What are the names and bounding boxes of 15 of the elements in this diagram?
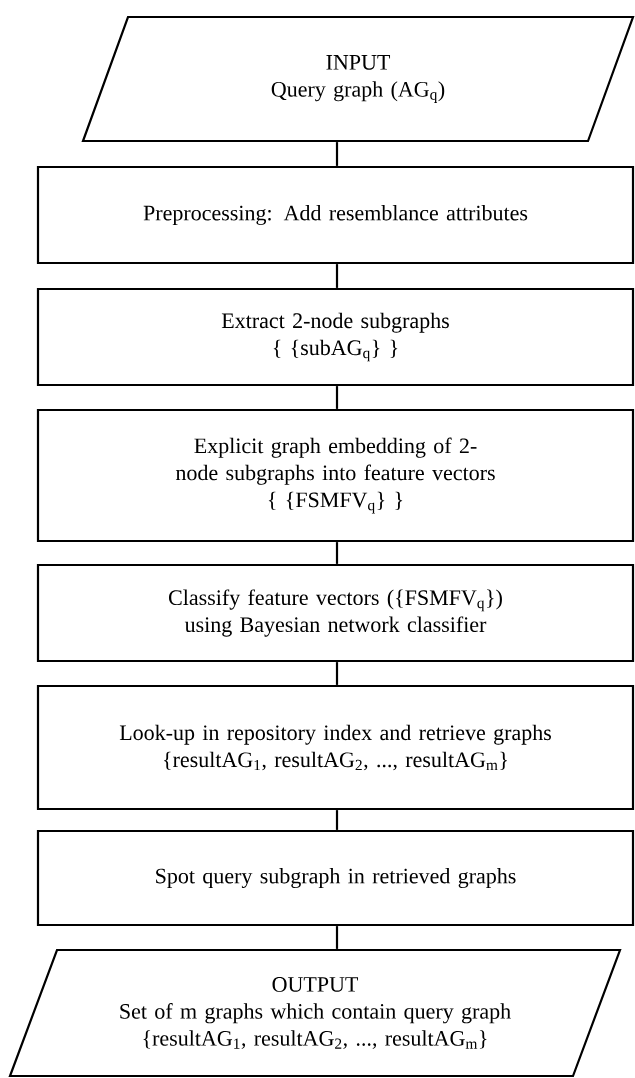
connector-line [335, 386, 339, 409]
process-box: Explicit graph embedding of 2-node subgraphs into feature vectors { {FSMFV$_{q}$} } [36, 408, 635, 543]
process-box: Spot query subgraph in retrieved graphs [36, 829, 635, 927]
process-box: Look-up in repository index and retrieve graphs {resultAG$_{1}$, resultAG$_{2}$, ..., resultAG$_{m}$} [36, 684, 635, 811]
connector-line [335, 810, 339, 830]
input-output-parallelogram: OUTPUT Set of m graphs which contain query graph {resultAG$_{1}$, resultAG$_{2}$, ..., resultAG$_{m}$} [8, 948, 622, 1078]
process-box: Preprocessing: Add resemblance attributes [36, 165, 635, 265]
input-output-parallelogram: INPUT Query graph (AG$_{q}$) [81, 15, 635, 143]
connector-line [335, 662, 339, 685]
process-box: Classify feature vectors ({FSMFV$_{q}$}) using Bayesian network classifier [36, 563, 635, 663]
process-box: Extract 2-node subgraphs { {subAG$_{q}$} } [36, 287, 635, 387]
connector-line [335, 264, 339, 288]
connector-line [335, 926, 339, 949]
connector-line [335, 142, 339, 166]
connector-line [335, 542, 339, 564]
